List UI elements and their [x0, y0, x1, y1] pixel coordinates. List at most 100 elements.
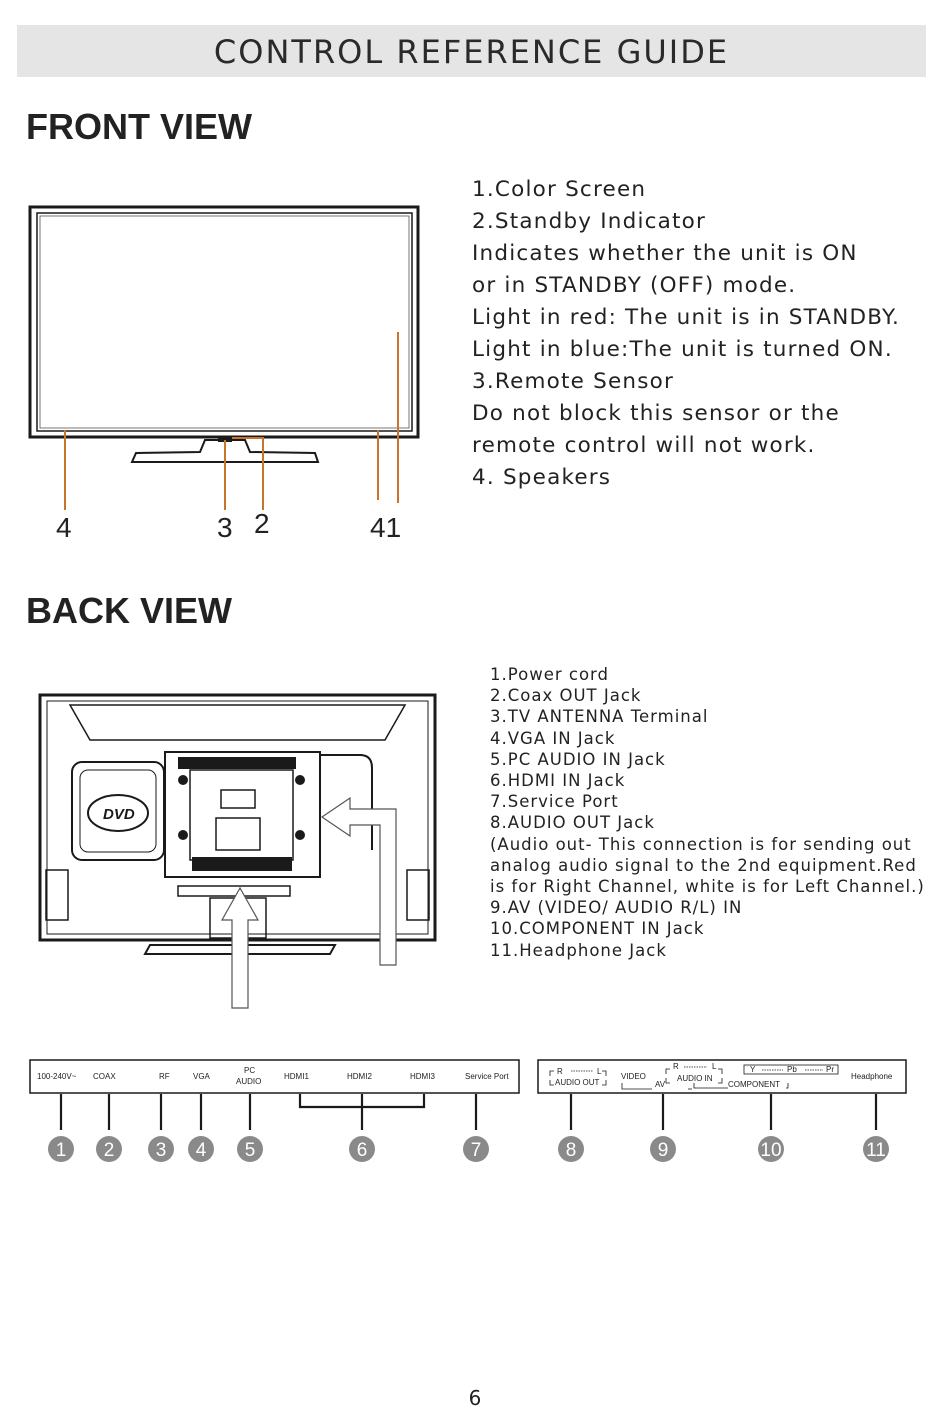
panel-label-rf: RF	[159, 1072, 170, 1081]
back-desc-line: 3.TV ANTENNA Terminal	[490, 707, 709, 727]
badge-5	[237, 1136, 263, 1162]
tv-front-screen	[36, 212, 413, 432]
panel-label-hdmi1: HDMI1	[284, 1072, 309, 1081]
bracket-mark	[602, 1070, 607, 1076]
back-desc-line: 9.AV (VIDEO/ AUDIO R/L) IN	[490, 898, 743, 918]
arrow-left-icon	[320, 796, 397, 966]
badge-label-9: 9	[658, 1140, 669, 1161]
back-desc-line: is for Right Channel, white is for Left …	[490, 877, 925, 897]
callout-number-3: 3	[217, 512, 233, 543]
screw-hole	[178, 775, 188, 785]
front-desc-line: 1.Color Screen	[472, 177, 647, 202]
dvd-logo-text: DVD	[103, 806, 135, 823]
panel-label-pc: PC	[244, 1066, 255, 1075]
back-cable-channel	[320, 754, 373, 850]
badge-label-1: 1	[56, 1140, 67, 1161]
bracket-mark	[602, 1080, 607, 1086]
badge-2	[96, 1136, 122, 1162]
component-bracket	[743, 1064, 839, 1075]
callout-number-41: 41	[370, 512, 401, 543]
back-desc-line: 5.PC AUDIO IN Jack	[490, 749, 666, 769]
front-desc-line: 4. Speakers	[472, 465, 612, 490]
panel-label-audio-in: AUDIO IN	[677, 1074, 713, 1083]
badge-8	[558, 1136, 584, 1162]
bracket-mark	[665, 1068, 670, 1074]
panel-label-audio: AUDIO	[236, 1077, 261, 1086]
panel-label-hdmi2: HDMI2	[347, 1072, 372, 1081]
back-desc-line: 1.Power cord	[490, 665, 610, 684]
main-board-housing	[164, 751, 321, 878]
callout-number-4-left: 4	[56, 512, 72, 543]
screw-hole	[295, 775, 305, 785]
badge-7	[463, 1136, 489, 1162]
dvd-logo-icon	[87, 794, 149, 832]
back-port-strip	[177, 885, 291, 897]
panel-pointer-lines	[59, 1094, 878, 1130]
right-panel-brackets	[549, 1064, 839, 1090]
bracket-mark	[718, 1068, 723, 1074]
top-vent	[178, 757, 296, 769]
tv-back-top-panel	[68, 704, 407, 741]
arrow-up-icon	[220, 886, 260, 1009]
tv-front-screen-inner	[39, 215, 410, 429]
screw-hole	[295, 830, 305, 840]
badge-10	[758, 1136, 784, 1162]
badge-label-8: 8	[566, 1140, 577, 1161]
page-number: 6	[468, 1386, 482, 1410]
front-desc-line: Indicates whether the unit is ON	[472, 241, 858, 266]
badge-label-7: 7	[471, 1140, 482, 1161]
back-view-title: BACK VIEW	[26, 590, 232, 631]
back-stand-base	[143, 944, 337, 955]
back-desc-line: 10.COMPONENT IN Jack	[490, 919, 705, 939]
screw-hole	[178, 830, 188, 840]
back-desc-line: 6.HDMI IN Jack	[490, 771, 626, 791]
front-desc-line: or in STANDBY (OFF) mode.	[472, 273, 797, 298]
front-desc-line: 2.Standby Indicator	[472, 209, 707, 234]
panel-label-headphone: Headphone	[851, 1072, 893, 1081]
panel-label-audio-in-r: R	[673, 1062, 679, 1071]
front-desc-line: 3.Remote Sensor	[472, 369, 674, 394]
back-desc-line: 7.Service Port	[490, 792, 619, 812]
back-desc-line: 8.AUDIO OUT Jack	[490, 813, 655, 833]
badge-1	[48, 1136, 74, 1162]
panel-label-power: 100-240V~	[37, 1072, 77, 1081]
badge-label-11: 11	[866, 1140, 886, 1161]
front-desc-line: remote control will not work.	[472, 433, 816, 458]
panel-label-audio-in-l: L	[712, 1062, 717, 1071]
badge-label-2: 2	[104, 1140, 115, 1161]
back-bracket-left	[45, 869, 69, 921]
badge-label-10: 10	[760, 1140, 781, 1161]
tv-front-stand	[130, 439, 320, 463]
panel-label-video: VIDEO	[621, 1072, 646, 1081]
back-bracket-right	[406, 869, 430, 921]
panel-label-coax: COAX	[93, 1072, 116, 1081]
badge-label-4: 4	[196, 1140, 207, 1161]
right-connector-panel	[537, 1059, 907, 1094]
back-desc-line: (Audio out- This connection is for sendi…	[490, 834, 912, 854]
badge-9	[650, 1136, 676, 1162]
bracket-mark	[549, 1080, 554, 1086]
badge-6	[349, 1136, 375, 1162]
back-desc-line: 2.Coax OUT Jack	[490, 686, 642, 706]
bracket-mark	[786, 1083, 789, 1089]
front-desc-line: Do not block this sensor or the	[472, 401, 840, 426]
page-title: CONTROL REFERENCE GUIDE	[213, 33, 730, 71]
panel-label-audio-out-l: L	[597, 1067, 602, 1076]
bottom-vent	[192, 857, 292, 871]
panel-label-component: COMPONENT	[728, 1080, 780, 1089]
number-badges	[48, 1136, 889, 1162]
badge-label-5: 5	[245, 1140, 256, 1161]
front-desc-line: Light in red: The unit is in STANDBY.	[472, 305, 901, 330]
bracket-mark	[665, 1078, 670, 1084]
front-view-description: 1.Color Screen 2.Standby Indicator Indic…	[472, 174, 900, 494]
board-chip-small	[220, 789, 256, 809]
bracket-mark	[549, 1070, 554, 1076]
panel-label-av: AV	[655, 1080, 666, 1089]
panel-label-pr: Pr	[826, 1065, 834, 1074]
back-view-description: 1.Power cord 2.Coax OUT Jack 3.TV ANTENN…	[490, 664, 925, 961]
screw-holes	[178, 775, 305, 840]
front-desc-line: Light in blue:The unit is turned ON.	[472, 337, 893, 362]
